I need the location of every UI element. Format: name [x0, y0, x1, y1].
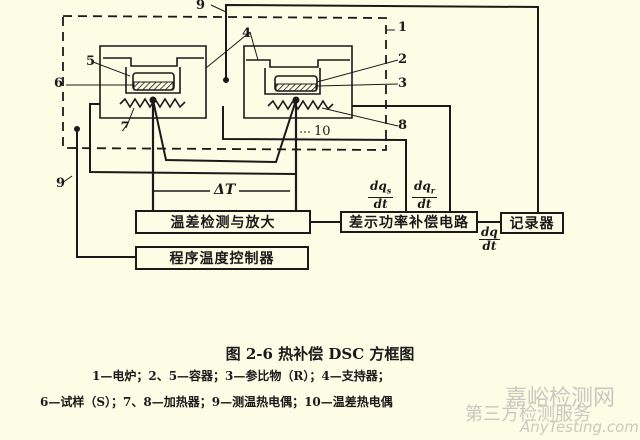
callout-5: 5	[86, 54, 96, 69]
legend-line-1: 1—电炉；2、5—容器；3—参比物（R）；4—支持器；	[92, 369, 390, 383]
watermark-sub: 第三方检测服务	[465, 404, 591, 425]
callout-8: 8	[398, 118, 408, 133]
callout-7: 7	[120, 120, 130, 135]
diff-power-compensation-block: 差示功率补偿电路	[340, 211, 478, 233]
program-temp-controller-block: 程序温度控制器	[135, 246, 309, 270]
figure-caption: 图 2-6 热补偿 DSC 方框图	[225, 345, 415, 363]
callout-9-left: 9	[56, 176, 66, 191]
callout-4: 4	[242, 26, 252, 41]
legend-line-2: 6—试样（S）；7、8—加热器；9—测温热电偶；10—温差热电偶	[40, 395, 393, 409]
dqs-dt-label: dqs dt	[368, 179, 394, 212]
temp-diff-amplifier-block: 温差检测与放大	[135, 210, 311, 234]
callout-10: 10	[314, 124, 331, 139]
dq-dt-label: dq dt	[479, 225, 500, 253]
callout-3: 3	[398, 76, 408, 91]
callout-1: 1	[398, 20, 408, 35]
dqr-dt-label: dqr dt	[412, 179, 437, 212]
delta-t-label: ΔT	[210, 182, 240, 198]
watermark-en: AnyTesting.com	[520, 418, 639, 436]
callout-9-top: 9	[196, 0, 206, 13]
recorder-block: 记录器	[500, 212, 564, 234]
callout-2: 2	[398, 52, 408, 67]
callout-6: 6	[54, 76, 64, 91]
watermark-cn: 嘉峪检测网	[505, 386, 616, 411]
